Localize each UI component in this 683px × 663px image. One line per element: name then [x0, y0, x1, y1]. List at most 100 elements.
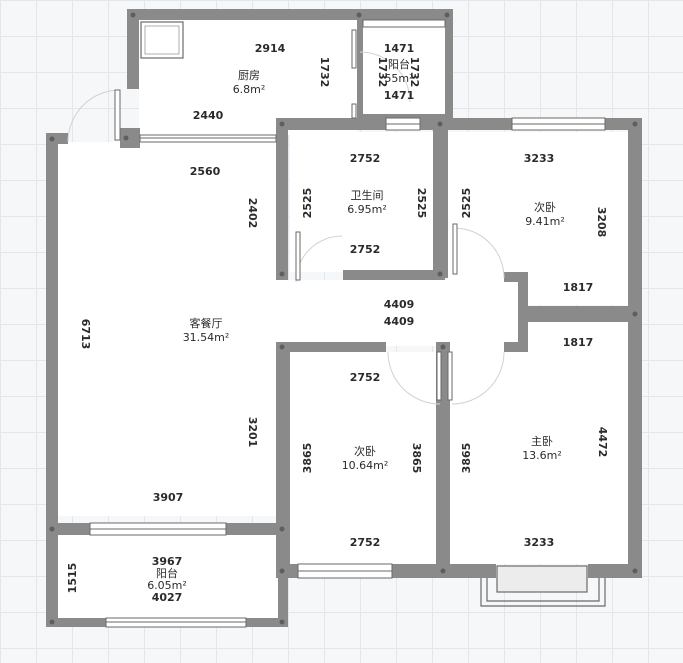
wall: [276, 118, 386, 130]
master-floor: [450, 322, 630, 564]
room-labels: 厨房 6.8m² 阳台 55m² 卫生间 6.95m² 次卧 9.41m² 客餐…: [147, 57, 565, 592]
wall: [504, 342, 528, 352]
room-name-master: 主卧: [531, 435, 553, 448]
room-area-bedroom-ne: 9.41m²: [525, 215, 565, 228]
wall: [276, 342, 386, 352]
wall: [276, 118, 288, 280]
wall: [46, 535, 58, 627]
room-name-kitchen: 厨房: [238, 69, 260, 82]
wall: [127, 9, 139, 89]
room-area-balcony-bottom: 6.05m²: [147, 579, 187, 592]
dim-living-top: 2560: [190, 165, 221, 178]
wall: [46, 523, 90, 535]
wall: [278, 535, 288, 627]
dim-ne-top: 3233: [524, 152, 555, 165]
door-swing: [387, 351, 441, 405]
wall: [357, 9, 363, 119]
door-swing: [453, 227, 505, 279]
bedroom-mid-floor: [290, 352, 436, 564]
dim-mid-top: 2752: [350, 371, 381, 384]
dim-corridor-2: 4409: [384, 315, 415, 328]
dim-living-bottom: 3907: [153, 491, 184, 504]
wall: [504, 272, 528, 282]
bay-window: [480, 565, 606, 607]
room-name-living: 客餐厅: [190, 316, 223, 330]
dim-bath-right: 2525: [415, 188, 428, 219]
wall: [46, 618, 106, 627]
dim-balc-b-bottom: 4027: [152, 591, 183, 604]
dim-ne-bottom: 1817: [563, 281, 594, 294]
window: [362, 19, 446, 28]
dim-ne-right: 3208: [595, 207, 608, 238]
dimension-labels: 2914 2440 1732 1471 1471 1732 1732 2560 …: [66, 42, 609, 604]
room-area-balcony-top: 55m²: [384, 72, 413, 85]
room-area-living: 31.54m²: [183, 331, 230, 344]
door-swing: [451, 351, 505, 405]
wall: [433, 118, 448, 278]
room-area-kitchen: 6.8m²: [233, 83, 266, 96]
dim-living-left: 6713: [79, 319, 92, 350]
room-floors: [58, 20, 630, 618]
dim-kitchen-top: 2914: [255, 42, 286, 55]
sink-basin: [144, 25, 180, 55]
dim-bath-top: 2752: [350, 152, 381, 165]
dim-master-right: 4472: [596, 427, 609, 458]
room-name-bedroom-ne: 次卧: [534, 200, 556, 214]
door-swing: [359, 51, 411, 103]
wall: [46, 133, 68, 144]
dim-living-upper-right: 2402: [246, 198, 259, 229]
dim-living-lower-right: 3201: [246, 417, 259, 448]
room-name-bedroom-mid: 次卧: [354, 444, 376, 458]
wall: [628, 118, 642, 576]
wall: [363, 114, 453, 120]
wall: [343, 270, 445, 280]
windows: [89, 19, 606, 628]
dim-bath-bottom: 2752: [350, 243, 381, 256]
balcony-bottom-floor: [58, 535, 278, 618]
wall: [588, 564, 642, 578]
dim-corridor-1: 4409: [384, 298, 415, 311]
room-area-bedroom-mid: 10.64m²: [342, 459, 389, 472]
doors: [67, 51, 505, 405]
wall: [436, 342, 450, 578]
dim-ne-left: 2525: [460, 188, 473, 219]
dim-master-left: 3865: [460, 443, 473, 474]
wall: [276, 342, 290, 578]
dim-mid-right: 3865: [410, 443, 423, 474]
living-floor: [58, 142, 276, 516]
door-swing: [67, 89, 121, 143]
dim-kitchen-bottom: 2440: [193, 109, 224, 122]
corner-dots: [49, 12, 638, 625]
wall: [46, 133, 58, 535]
dim-balc-b-left: 1515: [66, 563, 79, 594]
wall: [120, 128, 140, 148]
wall: [127, 9, 453, 20]
sink-fixture: [140, 21, 184, 59]
dim-balc-b-top: 3967: [152, 555, 183, 568]
wall: [226, 523, 290, 535]
dim-balcony-top-h1: 1732: [376, 57, 389, 88]
wall: [528, 306, 628, 322]
wall: [518, 272, 528, 350]
wall: [246, 618, 288, 627]
room-area-master: 13.6m²: [522, 449, 562, 462]
dim-master-bottom: 3233: [524, 536, 555, 549]
dim-balcony-top-w2: 1471: [384, 89, 415, 102]
dim-kitchen-right: 1732: [318, 57, 331, 88]
room-name-bathroom: 卫生间: [351, 188, 384, 202]
room-area-bathroom: 6.95m²: [347, 203, 387, 216]
wall: [445, 9, 453, 119]
dim-balcony-top-w1: 1471: [384, 42, 415, 55]
room-name-balcony-bottom: 阳台: [156, 566, 178, 580]
door-leaves: [114, 29, 458, 401]
dim-mid-bottom: 2752: [350, 536, 381, 549]
dim-mid-left: 3865: [301, 443, 314, 474]
bathroom-floor: [290, 132, 433, 272]
bedroom-ne-floor: [448, 132, 628, 305]
dim-master-top: 1817: [563, 336, 594, 349]
balcony-top-floor: [362, 20, 445, 118]
dim-bath-left: 2525: [301, 188, 314, 219]
walls: [46, 9, 642, 627]
room-name-balcony-top: 阳台: [388, 57, 410, 71]
